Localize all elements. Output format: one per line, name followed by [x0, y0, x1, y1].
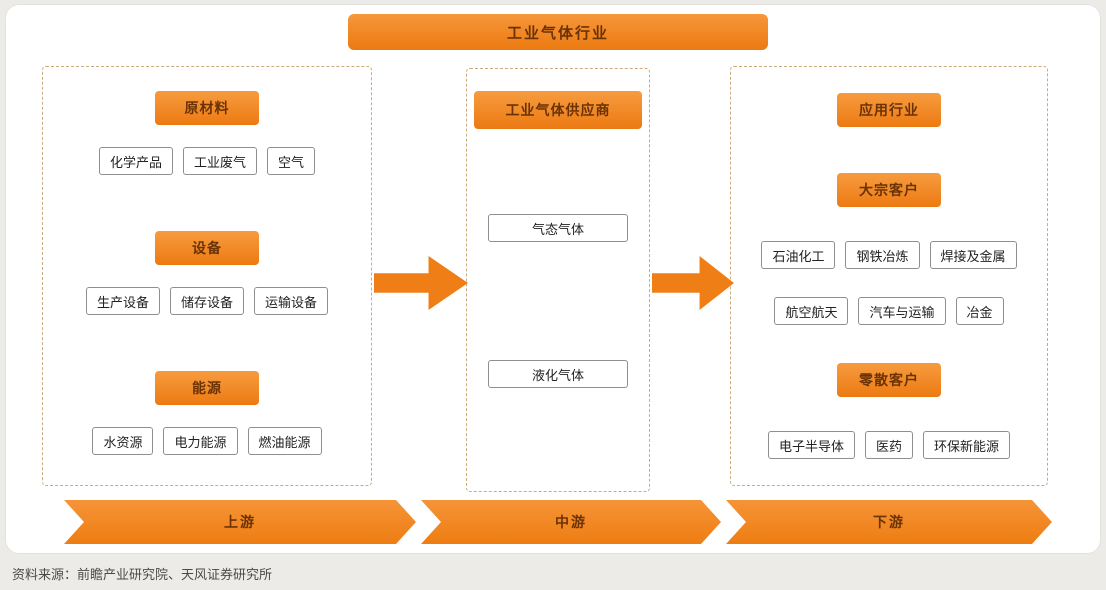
item-fuel-energy: 燃油能源 — [247, 427, 322, 455]
item-steel-smelting: 钢铁冶炼 — [845, 241, 920, 269]
item-electric-energy: 电力能源 — [163, 427, 238, 455]
bulk-customers-header: 大宗客户 — [837, 173, 941, 207]
scattered-customers-row: 电子半导体 医药 环保新能源 — [767, 431, 1011, 459]
item-chemical-products: 化学产品 — [98, 147, 173, 175]
stage-ribbon: 上游 中游 下游 — [64, 500, 1052, 544]
equipment-header: 设备 — [155, 231, 259, 265]
item-production-equipment: 生产设备 — [85, 287, 160, 315]
application-industry-header: 应用行业 — [837, 93, 941, 127]
raw-materials-row: 化学产品 工业废气 空气 — [98, 147, 316, 175]
gas-supplier-header: 工业气体供应商 — [474, 91, 642, 129]
stage-downstream: 下游 — [726, 500, 1052, 544]
upstream-panel: 原材料 化学产品 工业废气 空气 设备 生产设备 储存设备 运输设备 能源 水资… — [42, 66, 372, 486]
equipment-row: 生产设备 储存设备 运输设备 — [85, 287, 329, 315]
item-air: 空气 — [267, 147, 316, 175]
source-note: 资料来源：前瞻产业研究院、天风证券研究所 — [12, 568, 273, 583]
item-petrochemical: 石油化工 — [761, 241, 836, 269]
bulk-customers-row-1: 石油化工 钢铁冶炼 焊接及金属 — [761, 241, 1017, 269]
item-storage-equipment: 储存设备 — [169, 287, 244, 315]
midstream-panel: 工业气体供应商 气态气体 液化气体 — [466, 68, 650, 492]
item-gaseous-gas: 气态气体 — [488, 214, 628, 242]
scattered-customers-header: 零散客户 — [837, 363, 941, 397]
item-welding-metal: 焊接及金属 — [929, 241, 1017, 269]
diagram-title-banner: 工业气体行业 — [348, 14, 768, 50]
energy-row: 水资源 电力能源 燃油能源 — [92, 427, 322, 455]
bulk-customers-row-2: 航空航天 汽车与运输 冶金 — [774, 297, 1004, 325]
item-metallurgy: 冶金 — [955, 297, 1004, 325]
item-aerospace: 航空航天 — [774, 297, 849, 325]
item-electronic-semiconductor: 电子半导体 — [767, 431, 855, 459]
item-industrial-waste-gas: 工业废气 — [182, 147, 257, 175]
downstream-panel: 应用行业 大宗客户 石油化工 钢铁冶炼 焊接及金属 航空航天 汽车与运输 冶金 … — [730, 66, 1048, 486]
item-transport-equipment: 运输设备 — [254, 287, 329, 315]
item-water-resources: 水资源 — [92, 427, 154, 455]
item-medicine: 医药 — [864, 431, 913, 459]
stage-upstream: 上游 — [64, 500, 416, 544]
item-liquefied-gas: 液化气体 — [488, 360, 628, 388]
stage-midstream: 中游 — [421, 500, 721, 544]
item-env-new-energy: 环保新能源 — [923, 431, 1011, 459]
energy-header: 能源 — [155, 371, 259, 405]
item-auto-transport: 汽车与运输 — [858, 297, 946, 325]
raw-materials-header: 原材料 — [155, 91, 259, 125]
